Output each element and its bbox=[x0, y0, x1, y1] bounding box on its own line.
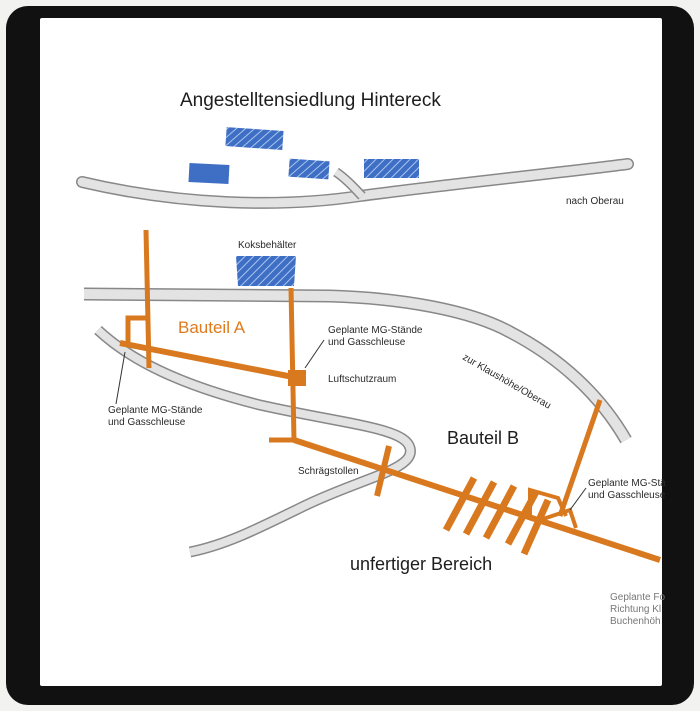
building-1 bbox=[225, 127, 284, 150]
label-mg-left: Geplante MG-Stände und Gasschleuse bbox=[108, 405, 203, 428]
leader-lines bbox=[115, 339, 587, 511]
label-geplante-fo: Geplante Fo Richtung Kl Buchenhöh bbox=[610, 592, 666, 627]
label-nach-oberau: nach Oberau bbox=[566, 196, 624, 207]
label-bauteil-b: Bauteil B bbox=[447, 428, 520, 448]
label-bauteil-a: Bauteil A bbox=[178, 318, 246, 337]
tunnel-network bbox=[119, 229, 661, 563]
koksbehaelter-tank bbox=[236, 256, 296, 286]
label-unfertiger-bereich: unfertiger Bereich bbox=[350, 554, 493, 574]
building-4 bbox=[364, 159, 419, 178]
road-lower bbox=[94, 325, 416, 558]
map-title: Angestelltensiedlung Hintereck bbox=[180, 90, 441, 111]
building-2 bbox=[188, 162, 230, 185]
building-3 bbox=[288, 158, 330, 180]
map-sheet bbox=[40, 18, 662, 686]
label-mg-center: Geplante MG-Stände und Gasschleuse bbox=[328, 325, 423, 348]
label-luftschutzraum: Luftschutzraum bbox=[328, 374, 397, 385]
label-schraegstollen: Schrägstollen bbox=[298, 466, 359, 477]
road-upper bbox=[76, 158, 634, 209]
label-mg-right: Geplante MG-Stä und Gasschleuse bbox=[588, 478, 666, 501]
label-koksbehaelter: Koksbehälter bbox=[238, 240, 297, 251]
road-middle bbox=[83, 287, 632, 444]
